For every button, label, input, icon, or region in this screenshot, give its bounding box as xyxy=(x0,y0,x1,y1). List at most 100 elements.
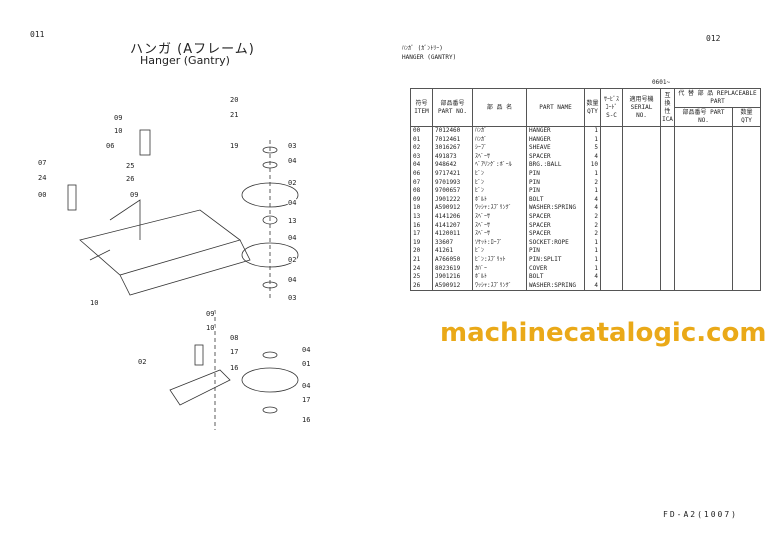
page-title-en: Hanger (Gantry) xyxy=(140,54,230,67)
cell-empty xyxy=(660,195,675,205)
right-page-number: 012 xyxy=(706,34,721,43)
cell-qty: 4 xyxy=(584,204,601,213)
callout-label: 07 xyxy=(38,159,46,167)
callout-label: 04 xyxy=(302,346,310,354)
cell-item: 19 xyxy=(410,238,433,248)
cell-part-no: 3016267 xyxy=(432,144,473,153)
cell-empty xyxy=(600,161,623,170)
cell-part-no: 33607 xyxy=(432,238,473,248)
cell-name-jp: ﾎﾞﾙﾄ xyxy=(472,273,527,282)
cell-empty xyxy=(622,273,661,282)
cell-part-no: 491873 xyxy=(432,152,473,162)
cell-empty xyxy=(660,264,675,274)
cell-part-no: A590912 xyxy=(432,281,473,292)
cell-empty xyxy=(622,169,661,179)
cell-empty xyxy=(732,169,761,179)
cell-empty xyxy=(660,204,675,213)
cell-qty: 4 xyxy=(584,273,601,282)
header-service: ｻｰﾋﾞｽ ｺｰﾄﾞ S-C xyxy=(600,88,623,127)
cell-empty xyxy=(674,126,733,136)
cell-empty xyxy=(732,221,761,231)
cell-name: BOLT xyxy=(526,273,585,282)
hanger-01 xyxy=(169,369,231,406)
cell-name-jp: ｿｹｯﾄ:ﾛｰﾌﾟ xyxy=(472,238,527,248)
serial-range: 0601~ xyxy=(652,79,671,86)
cell-qty: 2 xyxy=(584,230,601,239)
cell-name: PIN:SPLIT xyxy=(526,255,585,265)
cell-empty xyxy=(732,273,761,282)
cell-empty xyxy=(732,247,761,256)
cell-empty xyxy=(660,135,675,145)
cell-empty xyxy=(674,247,733,256)
cell-empty xyxy=(674,273,733,282)
cell-empty xyxy=(674,178,733,188)
cell-qty: 1 xyxy=(584,135,601,145)
header-serial: 適用号機 SERIAL NO. xyxy=(622,88,661,127)
cell-empty xyxy=(660,152,675,162)
callout-label: 04 xyxy=(302,382,310,390)
callout-label: 17 xyxy=(230,348,238,356)
cell-qty: 5 xyxy=(584,144,601,153)
cell-empty xyxy=(660,273,675,282)
cell-name: WASHER:SPRING xyxy=(526,281,585,292)
cell-empty xyxy=(622,178,661,188)
cell-empty xyxy=(622,152,661,162)
watermark: machinecatalogic.com xyxy=(440,318,767,348)
cell-empty xyxy=(600,264,623,274)
callout-label: 09 xyxy=(114,114,122,122)
cell-item: 16 xyxy=(410,221,433,231)
cell-qty: 1 xyxy=(584,187,601,196)
cell-empty xyxy=(674,144,733,153)
callout-label: 17 xyxy=(302,396,310,404)
cell-name: SPACER xyxy=(526,230,585,239)
cell-empty xyxy=(600,126,623,136)
callout-label: 02 xyxy=(288,256,296,264)
callout-label: 02 xyxy=(288,179,296,187)
left-page-number: 011 xyxy=(30,30,45,39)
header-name-jp: 部 品 名 xyxy=(472,88,527,127)
cell-item: 24 xyxy=(410,264,433,274)
cell-part-no: 7012460 xyxy=(432,126,473,136)
section-title-en: HANGER (GANTRY) xyxy=(402,54,457,61)
callout-label: 10 xyxy=(206,324,214,332)
cell-empty xyxy=(674,281,733,292)
header-part-no: 部品番号 PART NO. xyxy=(432,88,473,127)
cell-name: HANGER xyxy=(526,135,585,145)
cell-name: SOCKET:ROPE xyxy=(526,238,585,248)
header-ica: 互換性 ICA xyxy=(660,88,675,127)
cell-part-no: 9700657 xyxy=(432,187,473,196)
cell-part-no: 948642 xyxy=(432,161,473,170)
cell-empty xyxy=(732,204,761,213)
cell-name: COVER xyxy=(526,264,585,274)
cell-part-no: J901222 xyxy=(432,195,473,205)
cell-name-jp: ﾋﾟﾝ xyxy=(472,247,527,256)
cell-qty: 10 xyxy=(584,161,601,170)
cell-item: 07 xyxy=(410,178,433,188)
callout-label: 26 xyxy=(126,175,134,183)
header-qty: 数量 QTY xyxy=(584,88,601,127)
cell-empty xyxy=(674,161,733,170)
cell-empty xyxy=(622,264,661,274)
cell-empty xyxy=(732,144,761,153)
cell-qty: 2 xyxy=(584,221,601,231)
callout-label: 09 xyxy=(206,310,214,318)
cell-empty xyxy=(660,187,675,196)
cell-item: 02 xyxy=(410,144,433,153)
cell-empty xyxy=(732,238,761,248)
cell-empty xyxy=(660,255,675,265)
cell-item: 21 xyxy=(410,255,433,265)
cell-name-jp: ｽﾍﾟｰｻ xyxy=(472,152,527,162)
cell-name: PIN xyxy=(526,187,585,196)
cell-empty xyxy=(622,247,661,256)
cell-empty xyxy=(732,230,761,239)
cell-empty xyxy=(622,161,661,170)
